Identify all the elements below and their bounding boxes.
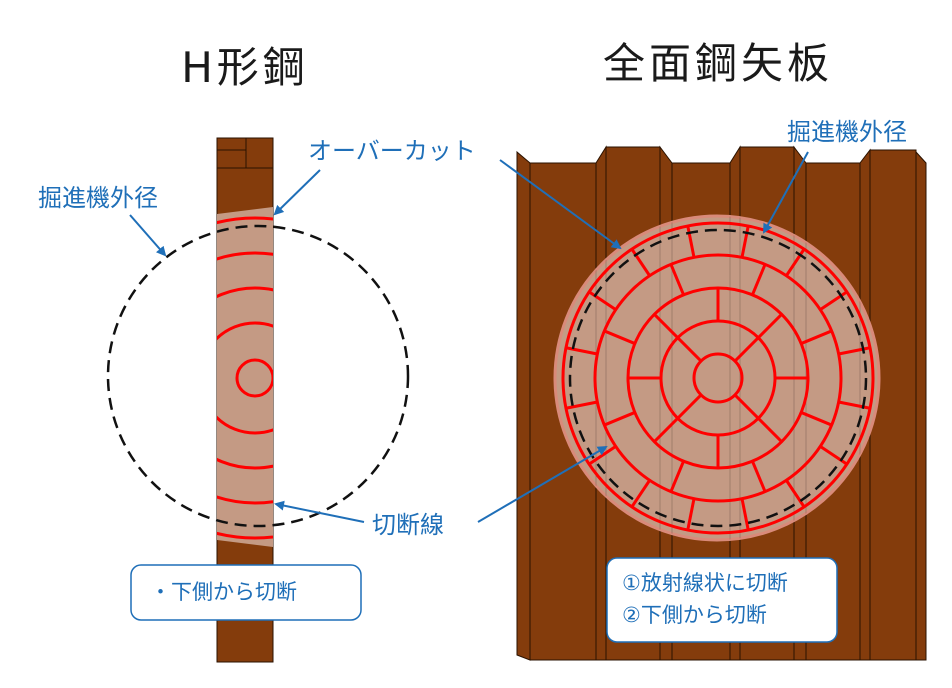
radial-spoke <box>838 346 871 356</box>
radial-spoke <box>686 225 696 258</box>
radial-spoke <box>819 290 848 311</box>
overcut-arrow-left <box>273 169 321 216</box>
radial-spoke <box>838 400 871 410</box>
right-note-line-2: ②下側から切断 <box>622 603 767 627</box>
h-beam-cut-lines <box>217 216 273 540</box>
radial-spoke <box>785 248 806 277</box>
cut-line-arrow-right <box>477 445 608 523</box>
radial-spoke <box>588 290 617 311</box>
radial-spoke <box>757 313 783 339</box>
left-cutter-arrow <box>129 214 167 257</box>
right-cutter-arrow <box>763 151 809 234</box>
radial-spoke <box>751 263 767 296</box>
radial-spoke <box>800 411 833 427</box>
radial-spoke <box>757 417 783 443</box>
radial-spoke <box>630 479 651 508</box>
left-cutter-outer-circle <box>106 224 410 528</box>
overcut-arrow-right <box>499 159 622 250</box>
radial-spoke <box>733 336 760 363</box>
sheet-pile-cut-zone <box>553 214 881 542</box>
radial-spoke <box>686 498 696 531</box>
left-note-box <box>130 564 362 621</box>
left-note-text: ・下側から切断 <box>150 580 297 604</box>
radial-spoke <box>733 393 760 420</box>
left-title: H形鋼 <box>181 43 309 92</box>
right-title: 全面鋼矢板 <box>603 39 833 88</box>
cut-line-label: 切断線 <box>372 511 444 539</box>
radial-spoke <box>565 400 598 410</box>
radial-spoke <box>740 225 750 258</box>
radial-spoke <box>740 498 750 531</box>
radial-spoke <box>653 417 679 443</box>
radial-spoke <box>653 313 679 339</box>
radial-spoke <box>751 460 767 493</box>
right-note-box <box>606 557 838 643</box>
cut-line-arrow-left <box>274 500 365 523</box>
radial-spoke <box>676 336 703 363</box>
radial-spoke <box>603 411 636 427</box>
radial-spoke <box>800 329 833 345</box>
radial-spoke <box>603 329 636 345</box>
radial-spoke <box>819 445 848 466</box>
right-cutter-outer-circle <box>568 228 868 528</box>
right-cutter-outer-diameter-label: 掘進機外径 <box>787 118 907 146</box>
left-cutter-outer-diameter-label: 掘進機外径 <box>38 184 158 212</box>
radial-spoke <box>565 346 598 356</box>
radial-spoke <box>785 479 806 508</box>
radial-spoke <box>676 393 703 420</box>
radial-spoke <box>669 460 685 493</box>
right-note-line-1: ①放射線状に切断 <box>622 571 788 595</box>
radial-cut-lines <box>561 221 875 535</box>
radial-spoke <box>669 263 685 296</box>
overcut-label: オーバーカット <box>308 137 476 165</box>
radial-spoke <box>630 248 651 277</box>
